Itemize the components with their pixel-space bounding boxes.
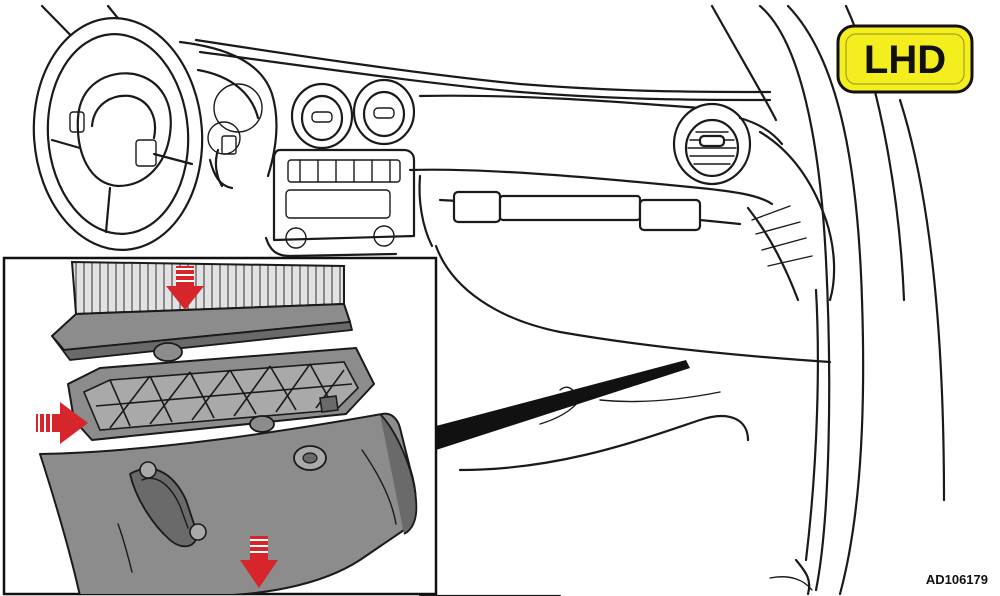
cabin-filter-element (51, 260, 353, 362)
lhd-badge-label: LHD (864, 38, 946, 82)
detail-inset (2, 256, 438, 596)
filter-holder-frame (67, 347, 375, 441)
reference-code: AD106179 (926, 572, 988, 587)
lhd-badge: LHD (836, 24, 974, 94)
down-arrow-icon (166, 266, 204, 310)
glovebox-lower-cover (39, 412, 418, 594)
down-arrow-icon (240, 536, 278, 588)
dashboard-drawing (32, 4, 946, 596)
right-arrow-icon (36, 402, 88, 444)
